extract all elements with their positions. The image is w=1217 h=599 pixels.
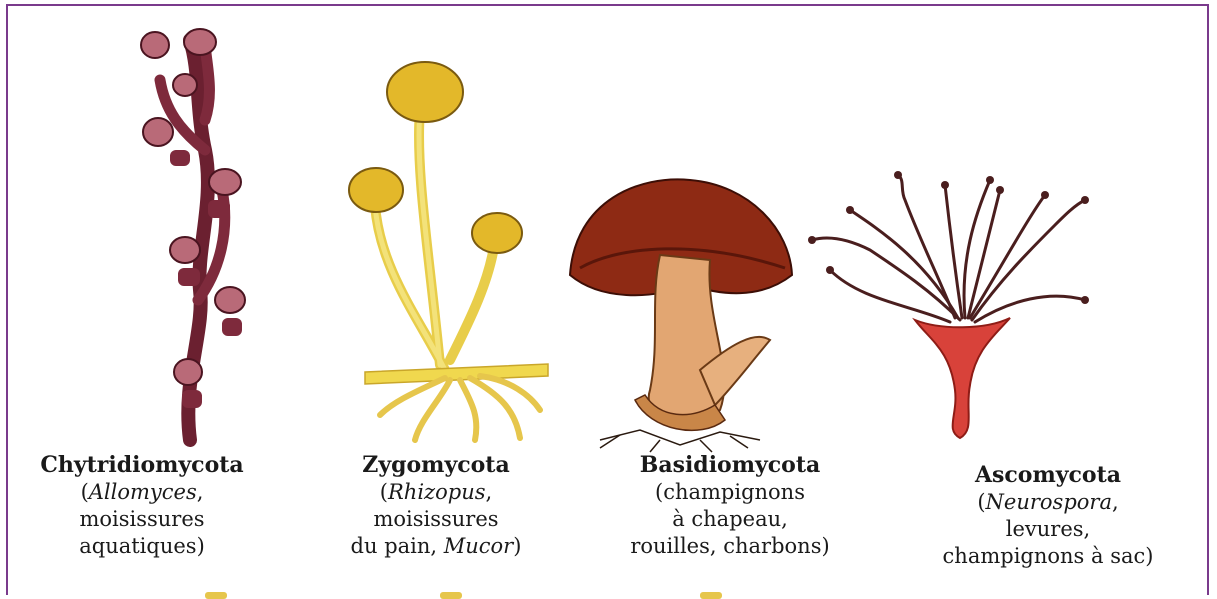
label-chytridiomycota: Chytridiomycota (Allomyces, moisissures … xyxy=(8,452,276,560)
label-ascomycota: Ascomycota (Neurospora, levures, champig… xyxy=(898,462,1198,570)
decorative-speck xyxy=(205,592,227,599)
caption-line: du pain, Mucor) xyxy=(300,533,572,560)
chytridiomycota-illustration xyxy=(141,29,245,440)
phylum-name: Chytridiomycota xyxy=(8,452,276,479)
label-zygomycota: Zygomycota (Rhizopus, moisissures du pai… xyxy=(300,452,572,560)
caption-line: à chapeau, xyxy=(580,506,880,533)
caption-line: moisissures xyxy=(8,506,276,533)
caption-line: (Neurospora, xyxy=(898,489,1198,516)
caption-line: champignons à sac) xyxy=(898,543,1198,570)
phylum-name: Basidiomycota xyxy=(580,452,880,479)
zygomycota-illustration xyxy=(349,62,548,440)
phylum-name: Ascomycota xyxy=(898,462,1198,489)
caption-line: (champignons xyxy=(580,479,880,506)
caption-line: moisissures xyxy=(300,506,572,533)
caption-line: (Allomyces, xyxy=(8,479,276,506)
caption-line: rouilles, charbons) xyxy=(580,533,880,560)
basidiomycota-illustration xyxy=(570,179,792,452)
ascomycota-illustration xyxy=(808,171,1089,438)
caption-line: (Rhizopus, xyxy=(300,479,572,506)
phylum-name: Zygomycota xyxy=(300,452,572,479)
caption-line: aquatiques) xyxy=(8,533,276,560)
caption-line: levures, xyxy=(898,516,1198,543)
decorative-speck xyxy=(700,592,722,599)
decorative-speck xyxy=(440,592,462,599)
label-basidiomycota: Basidiomycota (champignons à chapeau, ro… xyxy=(580,452,880,560)
